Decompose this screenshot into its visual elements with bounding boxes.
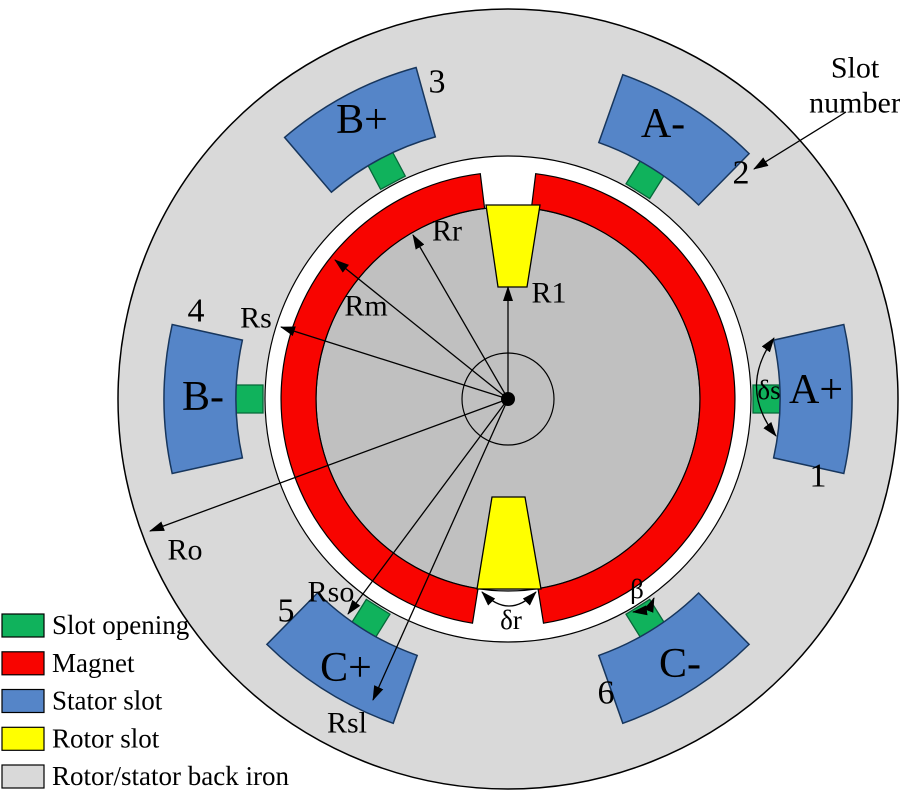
radius-arrow-Rsl — [372, 398, 509, 701]
slot-number-label-6: 6 — [598, 675, 615, 712]
slot-phase-label-4: B- — [182, 374, 224, 420]
stator-slot-1 — [772, 323, 853, 475]
legend-label-1: Slot opening — [52, 610, 189, 640]
stator-slot-6 — [597, 591, 751, 725]
radius-label-Ro: Ro — [167, 534, 202, 567]
legend-item-2: Magnet — [1, 648, 135, 678]
dim-arrow-2 — [481, 591, 537, 607]
legend-swatch-stator_slot — [1, 688, 45, 714]
legend-item-5: Rotor/stator back iron — [1, 761, 289, 791]
radius-arrow-Rr — [412, 234, 509, 400]
magnet-segment-2 — [280, 173, 486, 624]
rotor-slot-bottom — [476, 496, 542, 590]
legend-swatch-rotor_slot — [1, 726, 45, 751]
dim-label-2: δr — [500, 605, 522, 635]
radius-arrow-Rso — [347, 398, 509, 615]
radius-arrow-Rm — [334, 259, 509, 400]
dim-label-1: δs — [757, 375, 780, 405]
slot-phase-label-3: B+ — [336, 97, 388, 143]
slot-number-label-1: 1 — [810, 458, 827, 495]
callout-line2: number — [809, 87, 900, 120]
slot-number-label-3: 3 — [429, 64, 446, 101]
radius-arrow-Ro — [149, 398, 509, 532]
legend-item-1: Slot opening — [1, 610, 189, 640]
legend-label-4: Rotor slot — [52, 723, 160, 753]
dim-arrow-3 — [632, 597, 655, 616]
stator-slot-4 — [163, 323, 244, 475]
legend-label-5: Rotor/stator back iron — [52, 761, 289, 791]
legend-swatch-slot_opening — [1, 613, 45, 638]
legend-item-4: Rotor slot — [1, 723, 160, 753]
legend-item-3: Stator slot — [1, 686, 163, 716]
radius-label-Rso: Rso — [308, 576, 355, 609]
radius-arrow-Rs — [280, 326, 509, 400]
callout-line1: Slot — [831, 52, 880, 85]
stator-slots-group: A+ 1 A- 2 B+ 3B- 4C+ 5C- 6 — [163, 64, 853, 725]
callout-arrow — [753, 111, 847, 170]
legend-label-2: Magnet — [52, 648, 135, 678]
slot-phase-label-2: A- — [641, 101, 685, 147]
stator-slot-2 — [597, 73, 751, 207]
radius-label-R1: R1 — [531, 277, 566, 310]
rotor-slot-top — [485, 204, 541, 288]
slot-phase-label-6: C- — [659, 641, 701, 687]
slot-number-label-5: 5 — [278, 593, 295, 630]
radius-label-Rsl: Rsl — [327, 707, 367, 740]
dim-label-3: β — [630, 574, 644, 604]
slot-number-label-2: 2 — [733, 155, 750, 192]
legend-swatch-magnet — [1, 651, 45, 676]
legend-label-3: Stator slot — [52, 686, 163, 716]
legend-swatch-back_iron — [1, 764, 45, 789]
stator-slot-3 — [283, 66, 437, 194]
dimension-arrows-group: δs δr β — [481, 337, 781, 635]
dim-arrow-1 — [755, 337, 777, 437]
radius-label-Rs: Rs — [240, 302, 272, 335]
magnet-segment-1 — [530, 173, 736, 624]
slot-phase-label-1: A+ — [789, 367, 843, 413]
radius-label-Rm: Rm — [344, 290, 387, 323]
radius-label-Rr: Rr — [432, 215, 462, 248]
slot-number-label-4: 4 — [188, 293, 205, 330]
slot-phase-label-5: C+ — [320, 645, 372, 691]
